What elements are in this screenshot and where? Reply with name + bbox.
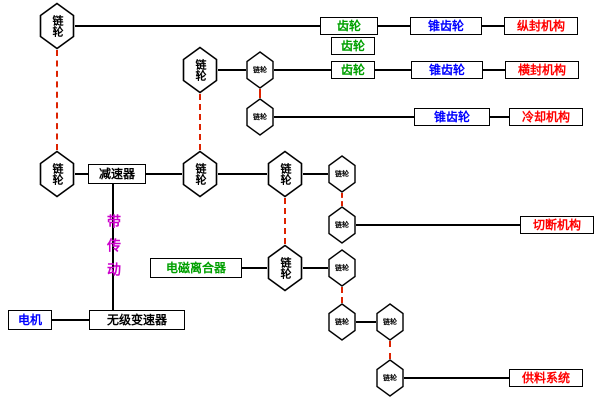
node-longitudinal-seal-mechanism: 纵封机构 xyxy=(504,17,578,35)
connector-line xyxy=(482,25,504,27)
node-gear-3: 齿轮 xyxy=(331,61,375,79)
node-bevel-gear-1: 锥齿轮 xyxy=(410,17,482,35)
connector-line xyxy=(75,25,320,27)
hexagon-shape xyxy=(267,150,303,198)
chain-wheel-label: 链轮 xyxy=(51,15,64,37)
chain-link xyxy=(56,50,58,150)
node-chain-wheel-mid-1: 链轮 xyxy=(182,150,218,198)
chain-link xyxy=(341,287,343,303)
hexagon-shape xyxy=(328,155,356,193)
chain-wheel-label: 链轮 xyxy=(335,264,349,272)
hexagon-shape xyxy=(376,359,404,397)
node-chain-wheel-small-6: 链轮 xyxy=(328,303,356,341)
hexagon-shape xyxy=(39,2,75,50)
hexagon-shape xyxy=(182,46,218,94)
connector-line xyxy=(242,267,267,269)
node-cutting-mechanism: 切断机构 xyxy=(520,216,594,234)
chain-link xyxy=(341,193,343,206)
hexagon-shape xyxy=(328,206,356,244)
connector-line xyxy=(375,69,411,71)
connector-line xyxy=(404,377,509,379)
hexagon-shape xyxy=(39,150,75,198)
hexagon-shape xyxy=(182,150,218,198)
connector-line xyxy=(146,173,182,175)
hexagon-shape xyxy=(328,249,356,287)
node-chain-wheel-small-8: 链轮 xyxy=(376,359,404,397)
hexagon-shape xyxy=(267,244,303,292)
chain-wheel-label: 链轮 xyxy=(335,318,349,326)
hexagon-shape xyxy=(246,51,274,89)
belt-drive-label: 带传动 xyxy=(105,214,121,286)
connector-line xyxy=(218,69,246,71)
node-feeding-system: 供料系统 xyxy=(509,369,583,387)
chain-link xyxy=(389,341,391,359)
chain-wheel-label: 链轮 xyxy=(279,257,292,279)
node-chain-wheel-small-5: 链轮 xyxy=(328,249,356,287)
node-bevel-gear-2: 锥齿轮 xyxy=(411,61,483,79)
connector-line xyxy=(52,319,89,321)
node-chain-wheel-small-2: 链轮 xyxy=(246,98,274,136)
node-chain-wheel-small-7: 链轮 xyxy=(376,303,404,341)
chain-wheel-label: 链轮 xyxy=(253,66,267,74)
connector-line xyxy=(356,321,376,323)
node-motor: 电机 xyxy=(8,310,52,330)
connector-line xyxy=(274,69,331,71)
node-cvt: 无级变速器 xyxy=(89,310,185,330)
connector-line xyxy=(303,267,328,269)
node-chain-wheel-mid-2: 链轮 xyxy=(267,150,303,198)
node-gear-1: 齿轮 xyxy=(320,17,378,35)
connector-line xyxy=(483,69,505,71)
chain-wheel-label: 链轮 xyxy=(194,163,207,185)
chain-link xyxy=(199,94,201,150)
node-chain-wheel-clutch-out: 链轮 xyxy=(267,244,303,292)
chain-wheel-label: 链轮 xyxy=(51,163,64,185)
chain-link xyxy=(259,89,261,98)
chain-wheel-label: 链轮 xyxy=(383,318,397,326)
chain-wheel-label: 链轮 xyxy=(335,221,349,229)
node-gear-2: 齿轮 xyxy=(331,37,375,55)
node-transverse-seal-mechanism: 横封机构 xyxy=(505,61,579,79)
chain-link xyxy=(284,198,286,244)
node-chain-wheel-small-1: 链轮 xyxy=(246,51,274,89)
node-electromagnetic-clutch: 电磁离合器 xyxy=(150,258,242,278)
connector-line xyxy=(274,116,414,118)
connector-line xyxy=(490,116,509,118)
node-chain-wheel-left-mid: 链轮 xyxy=(39,150,75,198)
connector-line xyxy=(303,173,328,175)
node-chain-wheel-small-3: 链轮 xyxy=(328,155,356,193)
node-chain-wheel-small-4: 链轮 xyxy=(328,206,356,244)
connector-line xyxy=(218,173,267,175)
chain-wheel-label: 链轮 xyxy=(194,59,207,81)
belt-connector-line xyxy=(112,184,114,310)
chain-wheel-label: 链轮 xyxy=(383,374,397,382)
chain-wheel-label: 链轮 xyxy=(335,170,349,178)
node-chain-wheel-top-left: 链轮 xyxy=(39,2,75,50)
hexagon-shape xyxy=(246,98,274,136)
node-reducer: 减速器 xyxy=(88,164,146,184)
node-bevel-gear-3: 锥齿轮 xyxy=(414,108,490,126)
connector-line xyxy=(378,25,410,27)
hexagon-shape xyxy=(376,303,404,341)
hexagon-shape xyxy=(328,303,356,341)
connector-line xyxy=(356,224,520,226)
node-cooling-mechanism: 冷却机构 xyxy=(509,108,583,126)
chain-wheel-label: 链轮 xyxy=(253,113,267,121)
node-chain-wheel-row2: 链轮 xyxy=(182,46,218,94)
chain-wheel-label: 链轮 xyxy=(279,163,292,185)
connector-line xyxy=(75,173,88,175)
